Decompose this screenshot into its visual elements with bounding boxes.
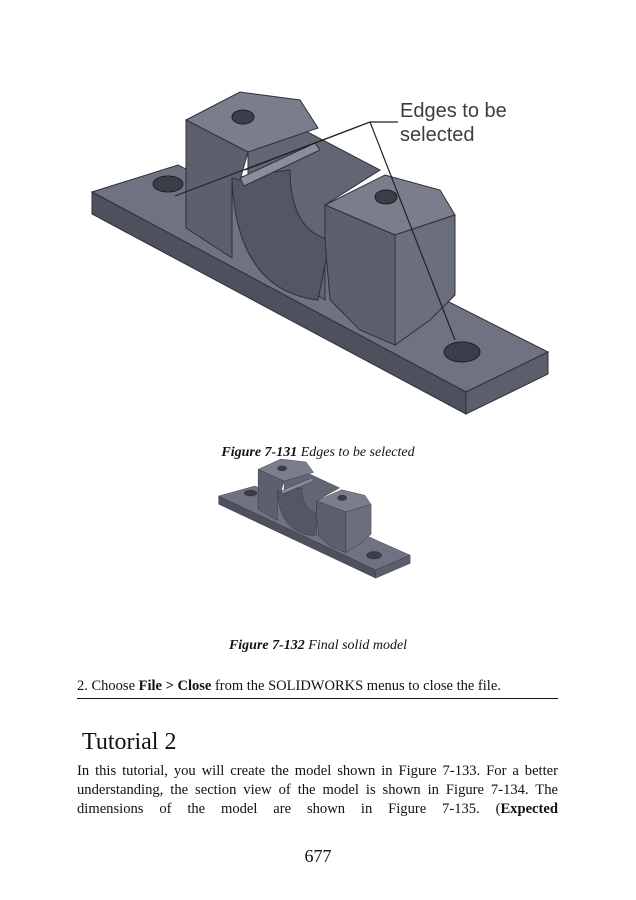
figure-7-131-model <box>91 91 549 415</box>
annotation-label-line2: selected <box>400 124 475 146</box>
figure-7-132-model <box>218 458 411 579</box>
step-instruction: 2. Choose File > Close from the SOLIDWOR… <box>77 678 558 699</box>
tutorial-heading: Tutorial 2 <box>82 729 177 755</box>
annotation-leader-lines <box>174 121 456 341</box>
annotation-label-line1: Edges to be <box>400 100 507 122</box>
figure-7-131-caption: Figure 7-131 Edges to be selected <box>221 445 415 460</box>
tutorial-paragraph: In this tutorial, you will create the mo… <box>77 763 558 817</box>
figure-7-132-caption: Figure 7-132 Final solid model <box>228 638 408 653</box>
page-number: 677 <box>304 846 332 866</box>
